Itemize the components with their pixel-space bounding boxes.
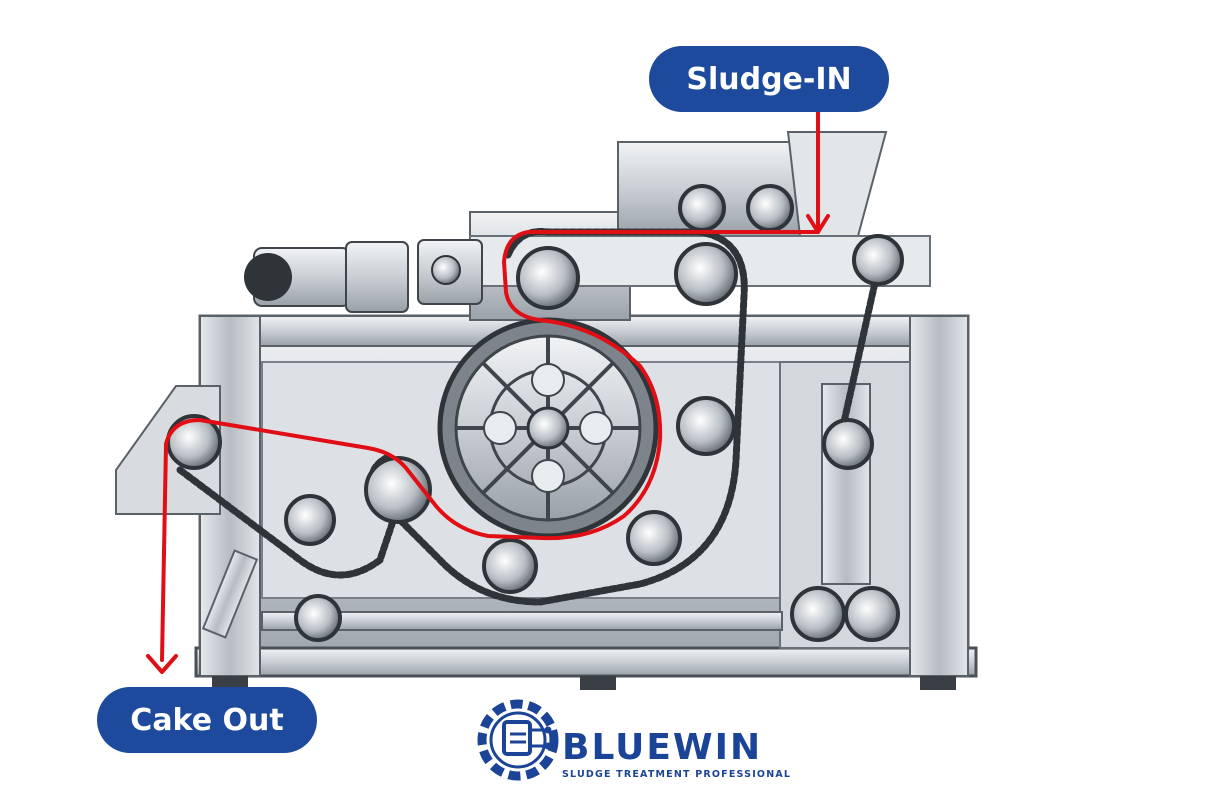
chain-loop-right (836, 256, 884, 444)
drum-port (531, 363, 565, 397)
frame-base (194, 646, 978, 678)
cake-out-label: Cake Out (97, 687, 317, 753)
motor-end (244, 253, 292, 301)
roller (746, 184, 794, 232)
roller (678, 184, 726, 232)
drum-port (531, 459, 565, 493)
logo-name: BLUEWIN (562, 727, 763, 768)
roller (676, 396, 736, 456)
bottom-shaft (261, 611, 783, 631)
feed-hopper (786, 131, 888, 237)
drive-motor (244, 239, 483, 313)
gear-circuit-icon (477, 699, 559, 781)
flow-path (146, 110, 830, 674)
roller (790, 586, 846, 642)
roller (822, 418, 874, 470)
flow-line (160, 110, 820, 662)
foot-center (580, 676, 616, 690)
roller (294, 594, 342, 642)
drum-port (483, 411, 517, 445)
brand-logo: BLUEWIN SLUDGE TREATMENT PROFESSIONAL (562, 728, 791, 782)
left-cylinder (201, 549, 259, 639)
roller (674, 242, 738, 306)
arrow-down-icon (146, 654, 178, 674)
logo-tagline: SLUDGE TREATMENT PROFESSIONAL (562, 769, 792, 780)
roller (284, 494, 336, 546)
roller (364, 456, 432, 524)
gearbox-hub (431, 255, 461, 285)
drum-hub (526, 406, 570, 450)
sludge-in-label: Sludge-IN (649, 46, 889, 112)
roller (844, 586, 900, 642)
drum-port (579, 411, 613, 445)
foot-left (212, 676, 248, 690)
chain-loop-left (176, 466, 404, 579)
roller (516, 246, 580, 310)
gearbox (345, 241, 409, 313)
roller (482, 538, 538, 594)
main-drum (437, 317, 659, 539)
roller (852, 234, 904, 286)
roller (626, 510, 682, 566)
foot-right (920, 676, 956, 690)
right-post (909, 315, 969, 677)
arrow-down-icon (806, 214, 830, 234)
